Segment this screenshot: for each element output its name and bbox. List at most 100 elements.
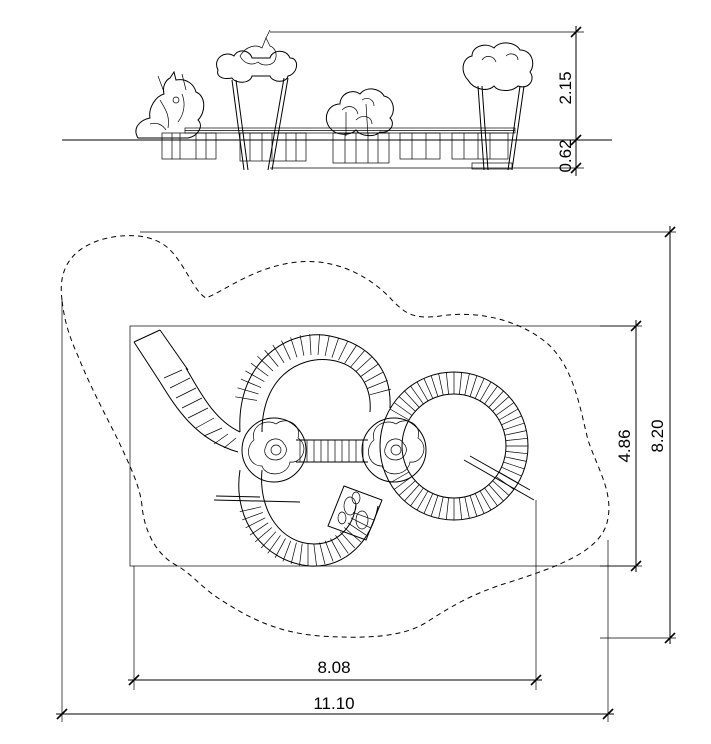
beam-slat <box>240 378 262 388</box>
unicorn-arch <box>216 29 297 171</box>
elevation-dimensions <box>270 26 584 176</box>
rose-platform-left <box>241 417 307 483</box>
beam-slat <box>505 451 528 455</box>
beam-slat <box>404 390 420 408</box>
beam-slat <box>309 334 312 356</box>
beam-slat <box>369 388 391 396</box>
beam-slat <box>459 372 463 395</box>
stepping-posts <box>161 132 513 170</box>
beam-slat <box>495 402 515 416</box>
beam-slat <box>367 379 388 389</box>
beam-slat <box>445 372 449 395</box>
beam-slat <box>245 370 265 382</box>
beam-slat <box>438 496 444 519</box>
beam-slat <box>464 373 470 396</box>
track-beam-elevation <box>184 127 516 134</box>
beam-slat <box>249 522 269 536</box>
beam-slat <box>459 497 463 520</box>
beam-slat <box>498 408 519 421</box>
beam-slat <box>350 350 365 368</box>
beam-slat <box>272 344 285 363</box>
beam-slat <box>423 378 434 399</box>
beam-slat <box>290 337 298 358</box>
beam-slat <box>237 387 259 395</box>
beam-slat <box>364 371 384 383</box>
beam-slat <box>398 480 416 496</box>
entry-ramp <box>133 329 241 453</box>
beam-slat <box>469 495 478 517</box>
beam-slat <box>416 381 429 402</box>
plan-view: 8.08 11.10 4.86 8.20 <box>56 226 676 722</box>
beam-slat <box>503 422 525 431</box>
beam-slat <box>479 381 492 402</box>
beam-slat <box>350 517 371 529</box>
beam-slat <box>430 375 439 397</box>
dimension-total-height: 2.15 <box>556 71 575 104</box>
beam-slat <box>484 385 498 405</box>
beam-slat <box>503 461 525 470</box>
beam-slat <box>324 540 334 562</box>
beam-slat <box>290 542 297 564</box>
beam-slat <box>319 542 326 564</box>
beam-slat <box>239 506 262 513</box>
beam-slat <box>410 487 424 507</box>
cloud-bush <box>325 88 394 137</box>
beam-slat <box>492 480 510 496</box>
beam-slat <box>299 543 303 566</box>
elevation-view: 2.15 0.62 <box>62 26 612 176</box>
beam-slat <box>504 430 527 436</box>
beam-slat <box>404 484 420 502</box>
plan-dimensions <box>56 226 676 722</box>
beam-slat <box>282 540 292 562</box>
beam-slat <box>242 512 264 521</box>
beam-slat <box>352 512 374 521</box>
beam-slat <box>281 340 291 360</box>
beam-slat <box>393 402 413 416</box>
beam-slat <box>501 466 522 477</box>
beam-slat <box>492 396 510 412</box>
beam-slat <box>338 340 349 361</box>
beam-slat <box>331 337 340 358</box>
beam-slat <box>250 362 269 377</box>
beam-slat <box>344 345 357 364</box>
dimension-safety-zone-depth: 8.20 <box>648 419 667 452</box>
beam-slat <box>423 493 434 514</box>
beam-slat <box>488 484 504 502</box>
beam-slat <box>474 493 485 514</box>
beam-slat <box>479 490 492 511</box>
dimension-equipment-width: 8.08 <box>317 658 350 677</box>
beam-slat <box>410 385 424 405</box>
beam-slat <box>257 356 274 372</box>
beam-slat <box>469 375 478 397</box>
dimension-equipment-depth: 4.86 <box>615 429 634 462</box>
crossing-net <box>327 485 383 541</box>
balance-beam-track <box>235 334 529 567</box>
beam-slat <box>274 538 286 558</box>
beam-slat <box>355 356 372 372</box>
beam-slat <box>464 496 470 519</box>
beam-slat <box>235 396 257 401</box>
beam-slat <box>430 495 439 517</box>
unicorn-figure <box>135 70 205 139</box>
dimension-below-ground: 0.62 <box>556 139 575 172</box>
beam-slat <box>398 396 416 412</box>
beam-slat <box>339 531 356 549</box>
dimension-safety-zone-width: 11.10 <box>313 694 354 713</box>
cloud-sign <box>462 42 534 171</box>
beam-slat <box>501 415 522 426</box>
beam-slat <box>245 517 266 529</box>
beam-slat <box>505 437 528 441</box>
beam-slat <box>488 390 504 408</box>
beam-slat <box>484 487 498 507</box>
beam-slat <box>324 335 330 356</box>
beam-slat <box>330 538 342 558</box>
beam-slat <box>416 490 429 511</box>
beam-slat <box>347 522 367 536</box>
beam-slat <box>317 334 320 356</box>
safety-zone-boundary <box>60 235 610 638</box>
beam-slat <box>299 335 305 356</box>
beam-slat <box>260 531 277 549</box>
beam-slat <box>474 378 485 399</box>
stepping-bars <box>213 455 535 503</box>
